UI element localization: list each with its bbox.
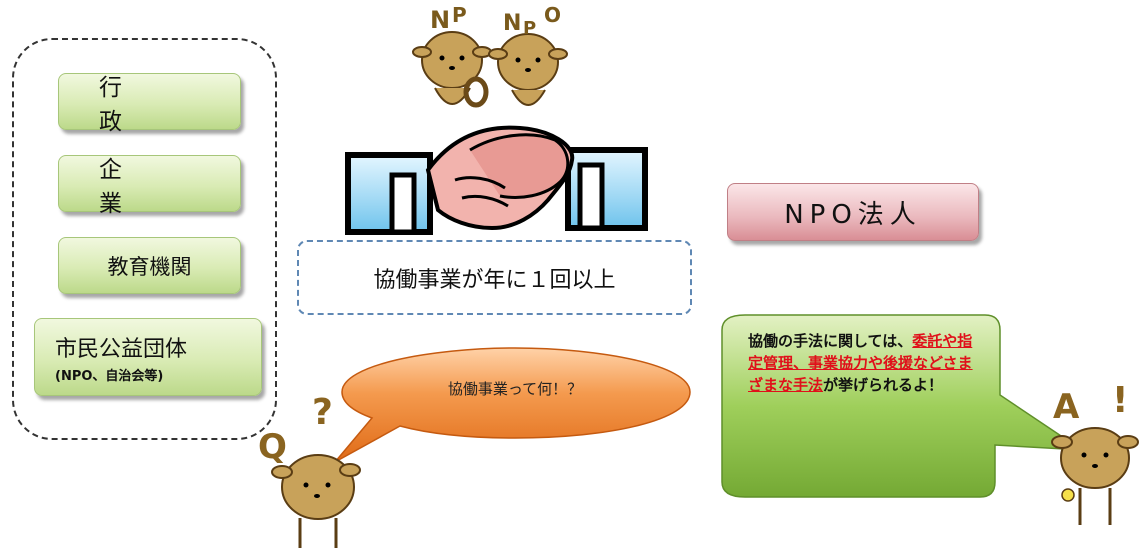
education-text: 教育機関 — [107, 254, 192, 279]
collaboration-text: 協働事業が年に１回以上 — [373, 267, 616, 293]
svg-text:!: ! — [1112, 380, 1128, 421]
answer-bubble-shape — [721, 314, 1085, 498]
svg-text:A: A — [1053, 387, 1080, 427]
answer-bubble: 協働の手法に関しては、委託や指定管理、事業協力や後援などさまざまな手法が挙げられ… — [748, 330, 980, 396]
civic-group-label: 市民公益団体 (NPO、自治会等) — [34, 318, 262, 396]
civic-main-text: 市民公益団体 — [55, 336, 188, 362]
answer-highlight: 委託や指定管理、事業協力や後援などさまざまな手法 — [748, 332, 973, 394]
svg-text:?: ? — [312, 392, 333, 433]
handshake-icon — [345, 125, 648, 235]
government-label: 行 政 — [58, 73, 241, 135]
civic-sub-text: (NPO、自治会等) — [55, 368, 164, 384]
answer-part2: が挙げられるよ！ — [823, 376, 944, 394]
government-text: 行 政 — [99, 74, 225, 135]
collaboration-requirement: 協働事業が年に１回以上 — [297, 240, 692, 315]
corporation-label: 企 業 — [58, 155, 241, 217]
deer-mascot-npo-right: N P O — [488, 3, 568, 106]
deer-mascot-answer: A ! — [1051, 380, 1139, 525]
svg-text:P: P — [523, 18, 536, 39]
svg-text:P: P — [452, 3, 467, 27]
question-text: 協働事業って何！？ — [447, 379, 583, 398]
svg-text:N: N — [430, 6, 450, 34]
answer-part1: 協働の手法に関しては、 — [748, 332, 913, 350]
svg-text:N: N — [503, 11, 521, 36]
actors-group — [12, 38, 277, 440]
deer-mascot-question: Q ? — [258, 392, 361, 548]
deer-mascot-npo-left: N P — [412, 3, 492, 108]
education-label: 教育機関 — [58, 237, 241, 294]
svg-text:Q: Q — [258, 427, 287, 467]
corporation-text: 企 業 — [99, 156, 225, 217]
question-bubble-shape — [334, 347, 691, 463]
npo-text: NPO法人 — [784, 199, 922, 230]
npo-corporation-label: NPO法人 — [727, 183, 979, 241]
svg-text:O: O — [544, 3, 561, 27]
question-bubble: 協働事業って何！？ — [345, 345, 685, 431]
